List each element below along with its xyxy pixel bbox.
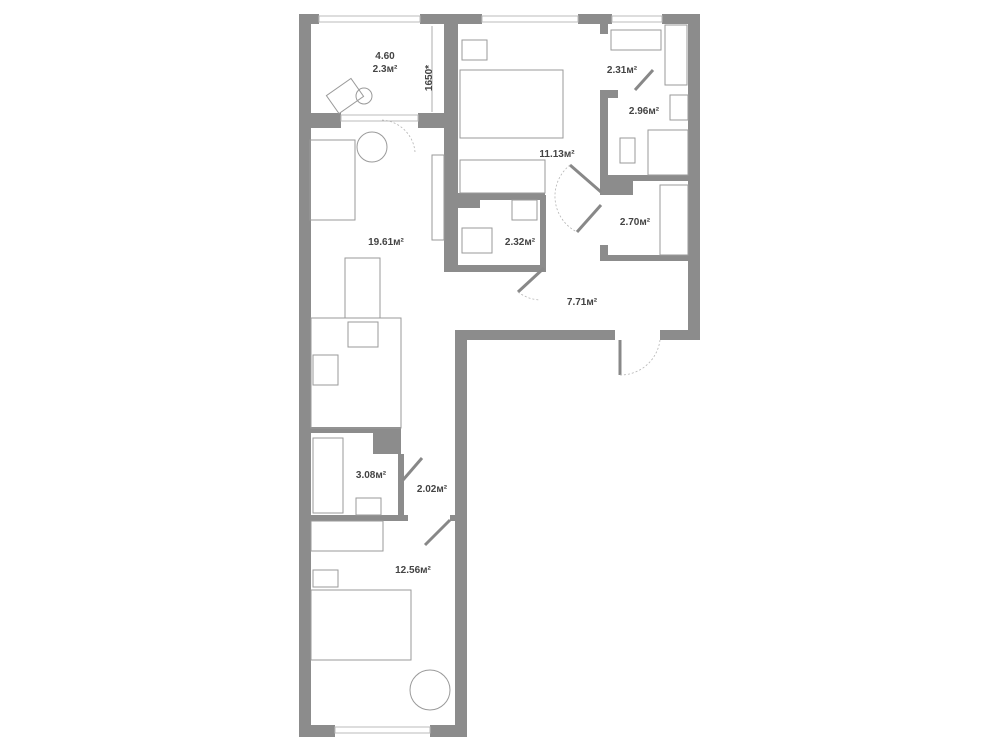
room-area: 7.71м² [567, 297, 598, 308]
bed [459, 69, 564, 139]
kitchen [310, 317, 402, 429]
room-area: 3.08м² [356, 470, 387, 481]
wardrobe [310, 520, 384, 552]
bed [310, 589, 412, 661]
balcony-area: 2.3м² [373, 64, 398, 75]
lounge-chair [325, 77, 365, 115]
labels: 4.60 2.3м² 1650* 11.13м² 2.31м² 2.96м² 1… [356, 51, 660, 576]
room-area: 2.32м² [505, 237, 536, 248]
room-area: 2.02м² [417, 484, 448, 495]
walls [299, 14, 700, 737]
wardrobe-closet [459, 159, 546, 194]
windows [318, 15, 663, 734]
sofa [309, 139, 356, 221]
room-area: 2.31м² [607, 65, 638, 76]
bathtub [312, 437, 344, 514]
room-area: 12.56м² [395, 565, 431, 576]
washer [659, 184, 689, 256]
shower [647, 129, 689, 176]
balcony-length: 4.60 [375, 51, 395, 62]
toilet [461, 227, 493, 254]
sink [312, 354, 339, 386]
sink [511, 199, 538, 221]
toilet [619, 137, 636, 164]
room-area: 19.61м² [368, 237, 404, 248]
room-area: 2.70м² [620, 217, 651, 228]
armchair [409, 669, 451, 711]
stove [347, 321, 379, 348]
sink [355, 497, 382, 516]
tv-unit [431, 154, 445, 241]
furniture [309, 24, 689, 711]
dining-table [344, 257, 381, 319]
sink [669, 94, 689, 121]
room-area: 2.96м² [629, 106, 660, 117]
balcony-dimension: 1650* [424, 65, 435, 91]
room-area: 11.13м² [539, 149, 575, 160]
doors [379, 68, 661, 547]
